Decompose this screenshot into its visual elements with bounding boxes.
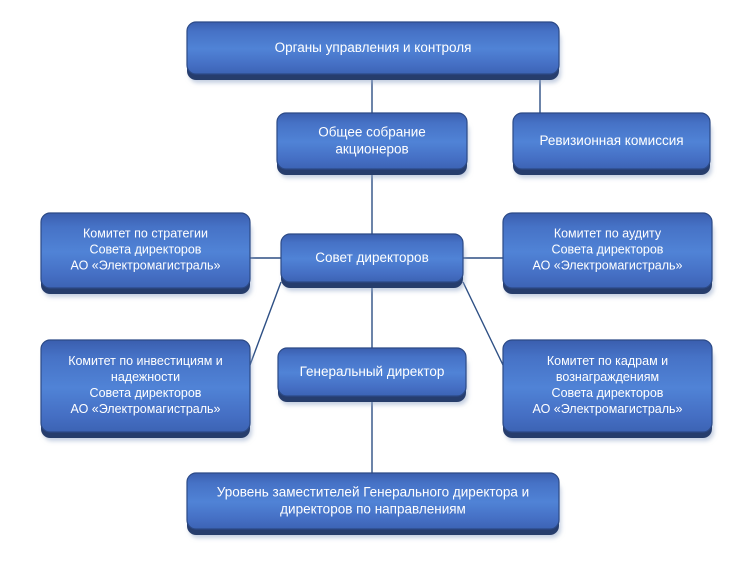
node-audit-commission[interactable]: Ревизионная комиссия — [512, 112, 711, 175]
node-label-line: Органы управления и контроля — [275, 40, 472, 55]
node-label: Общее собрание акционеров — [318, 124, 426, 156]
node-box[interactable] — [186, 472, 560, 530]
node-box[interactable] — [40, 212, 251, 289]
node-label-line: Совет директоров — [315, 250, 429, 265]
node-label-line: АО «Электромагистраль» — [71, 402, 221, 416]
node-label-line: АО «Электромагистраль» — [71, 259, 221, 273]
node-label-line: вознаграждениям — [556, 370, 659, 384]
node-label-line: Совета директоров — [90, 243, 202, 257]
node-box[interactable] — [502, 339, 713, 433]
connector-board-to-personnel — [462, 281, 504, 366]
node-label-line: Общее собрание — [318, 124, 426, 139]
node-label-line: АО «Электромагистраль» — [533, 259, 683, 273]
node-label: Генеральный директор — [300, 364, 445, 379]
node-label-line: Комитет по кадрам и — [547, 354, 668, 368]
connector-board-to-investment — [249, 281, 282, 366]
connector-lines-group — [249, 74, 541, 473]
node-deputies-level[interactable]: Уровень заместителей Генерального директ… — [186, 472, 560, 535]
node-general-meeting-of-shareholders[interactable]: Общее собрание акционеров — [276, 112, 468, 175]
node-box[interactable] — [186, 21, 560, 75]
node-label-line: АО «Электромагистраль» — [533, 402, 683, 416]
node-box[interactable] — [512, 112, 711, 170]
node-label-line: Совета директоров — [552, 386, 664, 400]
node-box[interactable] — [502, 212, 713, 289]
node-label-line: Совета директоров — [90, 386, 202, 400]
node-label-line: Генеральный директор — [300, 364, 445, 379]
node-box[interactable] — [40, 339, 251, 433]
node-label: Органы управления и контроля — [275, 40, 472, 55]
node-label-line: Комитет по инвестициям и — [68, 354, 223, 368]
node-label-line: Совета директоров — [552, 243, 664, 257]
node-label-line: Ревизионная комиссия — [539, 133, 683, 148]
node-label-line: акционеров — [335, 141, 408, 156]
node-box[interactable] — [277, 347, 467, 397]
node-label-line: надежности — [111, 370, 180, 384]
node-board-of-directors[interactable]: Совет директоров — [280, 233, 464, 288]
node-general-director[interactable]: Генеральный директор — [277, 347, 467, 402]
node-label: Ревизионная комиссия — [539, 133, 683, 148]
node-label-line: Комитет по аудиту — [554, 227, 662, 241]
node-box[interactable] — [280, 233, 464, 283]
node-label: Уровень заместителей Генерального директ… — [217, 484, 529, 516]
node-box[interactable] — [276, 112, 468, 170]
node-label-line: Уровень заместителей Генерального директ… — [217, 484, 529, 499]
node-label: Совет директоров — [315, 250, 429, 265]
node-label-line: директоров по направлениям — [280, 501, 466, 516]
node-governing-bodies[interactable]: Органы управления и контроля — [186, 21, 560, 80]
node-label-line: Комитет по стратегии — [83, 227, 208, 241]
